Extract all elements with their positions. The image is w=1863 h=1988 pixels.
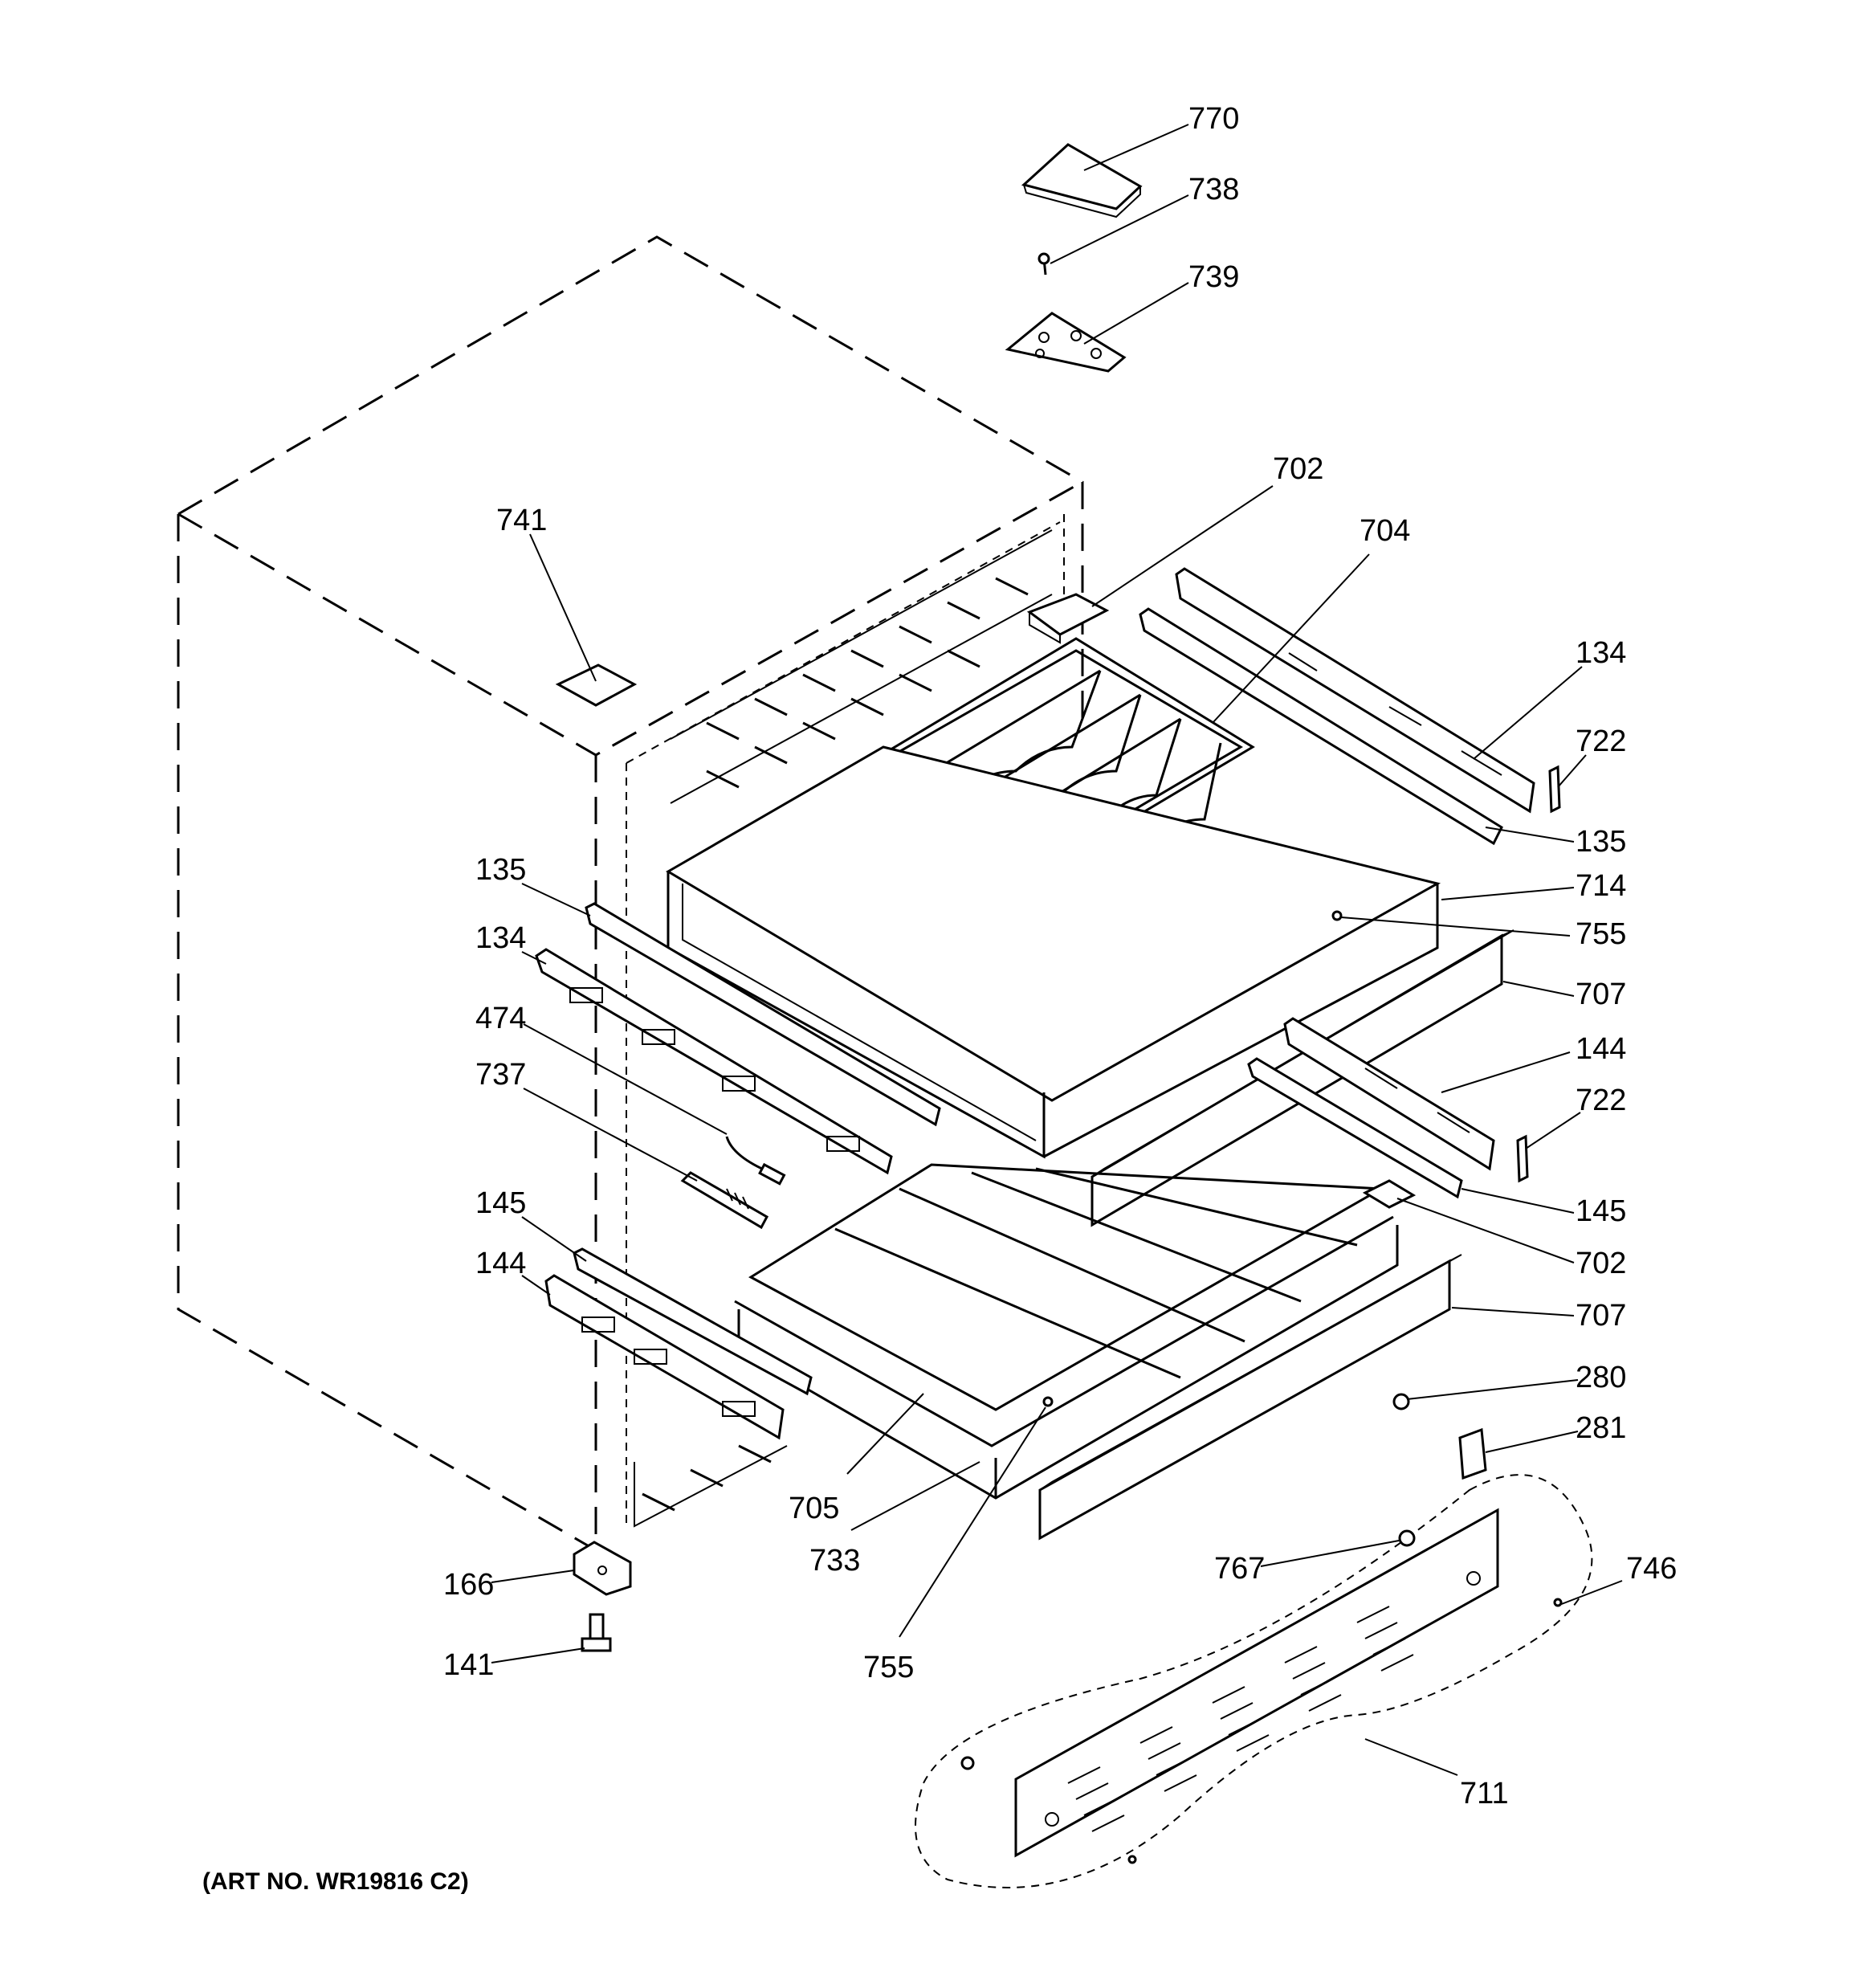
callout-704: 704 xyxy=(1360,514,1410,548)
callout-145-left: 145 xyxy=(475,1186,526,1220)
callout-134-right: 134 xyxy=(1576,636,1626,670)
callout-144-left: 144 xyxy=(475,1247,526,1280)
bracket-166 xyxy=(573,1541,632,1596)
sensor-474 xyxy=(725,1136,786,1186)
leader-lines xyxy=(491,124,1623,1776)
hinge-plate-739 xyxy=(1005,312,1127,373)
slide-rail-135-left xyxy=(585,902,941,1127)
clip-722-upper xyxy=(1548,765,1561,814)
callout-281: 281 xyxy=(1576,1411,1626,1445)
callout-702-lower: 702 xyxy=(1576,1247,1626,1280)
slide-rail-145-right xyxy=(1247,1057,1463,1199)
clip-722-lower xyxy=(1516,1134,1529,1183)
callout-733: 733 xyxy=(809,1544,860,1578)
callout-741: 741 xyxy=(496,504,547,537)
callout-702-upper: 702 xyxy=(1273,452,1323,486)
callout-770: 770 xyxy=(1188,102,1239,136)
art-number: (ART NO. WR19816 C2) xyxy=(202,1868,469,1895)
callout-738: 738 xyxy=(1188,173,1239,206)
slide-rail-134-left xyxy=(535,948,893,1175)
slide-rail-134-right xyxy=(1175,567,1535,814)
callout-144-right: 144 xyxy=(1576,1032,1626,1066)
bracket-702-lower xyxy=(1362,1179,1417,1209)
guard-281 xyxy=(1458,1427,1487,1480)
screw-767 xyxy=(1398,1529,1416,1547)
callout-714: 714 xyxy=(1576,869,1626,903)
callout-labels: 770 738 739 702 704 741 134 722 135 135 … xyxy=(443,102,1677,1810)
slide-rail-145-left xyxy=(573,1247,813,1396)
slide-rail-135-right xyxy=(1139,607,1503,846)
hinge-cover-770 xyxy=(1021,143,1143,218)
rack-frame-714 xyxy=(666,745,1441,1159)
slide-rail-144-left xyxy=(544,1274,785,1440)
cabinet-outline xyxy=(177,235,1084,1552)
screw-755-upper xyxy=(1331,910,1343,921)
screw-755-lower xyxy=(1042,1396,1054,1407)
callout-722-upper: 722 xyxy=(1576,725,1626,758)
slide-rail-144-right xyxy=(1283,1017,1495,1171)
callout-141: 141 xyxy=(443,1648,494,1682)
callout-135-right: 135 xyxy=(1576,825,1626,859)
callout-739: 739 xyxy=(1188,260,1239,294)
clip-280 xyxy=(1392,1393,1410,1410)
callout-767: 767 xyxy=(1214,1552,1265,1586)
front-trim-707-lower xyxy=(1038,1254,1462,1541)
callout-134-left: 134 xyxy=(475,921,526,955)
callout-145-right: 145 xyxy=(1576,1194,1626,1228)
light-737 xyxy=(680,1171,769,1230)
callout-707-lower: 707 xyxy=(1576,1299,1626,1333)
callout-280: 280 xyxy=(1576,1361,1626,1394)
callout-474: 474 xyxy=(475,1002,526,1035)
grille-group-711 xyxy=(915,1474,1593,1888)
cabinet-rail-slots xyxy=(634,529,1053,1528)
callout-705: 705 xyxy=(789,1492,839,1525)
callout-135-left: 135 xyxy=(475,853,526,887)
callout-707-upper: 707 xyxy=(1576,978,1626,1011)
callout-711: 711 xyxy=(1460,1777,1509,1810)
bracket-702-upper xyxy=(1026,593,1110,644)
callout-746: 746 xyxy=(1626,1552,1677,1586)
callout-755-upper: 755 xyxy=(1576,917,1626,951)
cap-741 xyxy=(555,663,638,707)
callout-166: 166 xyxy=(443,1568,494,1602)
callout-722-lower: 722 xyxy=(1576,1084,1626,1117)
callout-737: 737 xyxy=(475,1058,526,1092)
screw-738 xyxy=(1037,252,1050,276)
leveler-141 xyxy=(581,1613,612,1652)
callout-755-lower: 755 xyxy=(863,1651,914,1684)
